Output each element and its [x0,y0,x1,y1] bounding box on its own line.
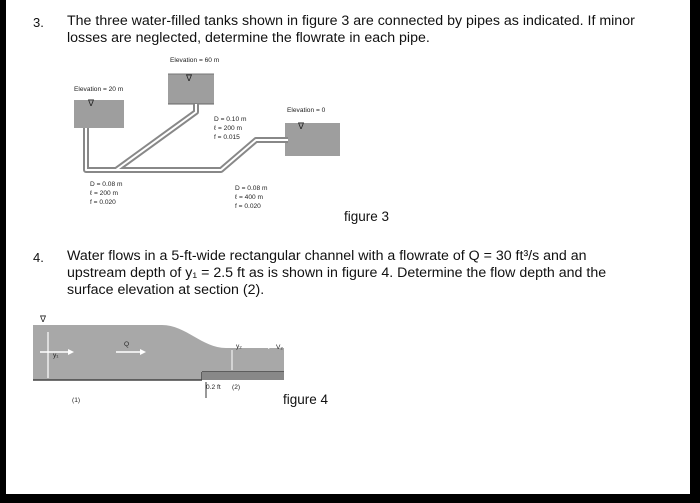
y2-label: y₂ [236,343,242,350]
tank-right: Elevation = 0 ∇ [285,107,340,156]
tank-top-elevation: Elevation = 60 m [170,57,220,64]
q-label: Q [124,341,129,348]
pipe-top-diameter: D = 0.10 m [214,116,247,123]
figure-3-diagram: Elevation = 60 m ∇ Elevation = 20 m ∇ El… [33,57,389,407]
problem-4-line-1: Water flows in a 5-ft-wide rectangular c… [67,248,587,264]
pipe-top-labels: D = 0.10 m ℓ = 200 m f = 0.015 [214,116,247,141]
pipe-top-friction: f = 0.015 [214,134,240,141]
problem-4-line-3: surface elevation at section (2). [67,282,265,298]
problem-3-line-2: losses are neglected, determine the flow… [67,30,430,46]
figure-4-channel: ∇ y₁ Q y₂ V₂ 0.2 ft (2) (1) [33,314,284,404]
section-2-label: (2) [232,384,240,391]
pipe-right-length: ℓ = 400 m [235,194,263,201]
water-surface-icon: ∇ [39,314,47,324]
figure-4-caption: figure 4 [283,392,329,407]
v2-label: V₂ [276,344,283,351]
problem-3-line-1: The three water-filled tanks shown in fi… [67,13,635,29]
water-surface-icon: ∇ [185,73,193,83]
pipe-right-diameter: D = 0.08 m [235,185,268,192]
pipe-right-friction: f = 0.020 [235,203,261,210]
pipe-top-length: ℓ = 200 m [214,125,242,132]
y1-label: y₁ [53,352,59,359]
pipe-left-diameter: D = 0.08 m [90,181,123,188]
problem-sheet: 3. The three water-filled tanks shown in… [6,0,690,494]
figure-3-caption: figure 3 [344,209,389,224]
section-1-label: (1) [72,397,80,404]
pipe-left-friction: f = 0.020 [90,199,116,206]
water-surface-icon: ∇ [87,98,95,108]
tank-left-elevation: Elevation = 20 m [74,86,124,93]
problem-4-text: Water flows in a 5-ft-wide rectangular c… [67,248,606,299]
problem-4-line-2: upstream depth of y₁ = 2.5 ft as is show… [67,265,607,281]
pipe-left-labels: D = 0.08 m ℓ = 200 m f = 0.020 [90,181,123,206]
problem-3-text: The three water-filled tanks shown in fi… [67,13,635,47]
problem-4-number: 4. [33,250,44,265]
pipe-left-length: ℓ = 200 m [90,190,118,197]
tank-right-elevation: Elevation = 0 [287,107,326,114]
tank-left: Elevation = 20 m ∇ [74,86,124,128]
pipe-right-labels: D = 0.08 m ℓ = 400 m f = 0.020 [235,185,268,210]
tank-top: Elevation = 60 m ∇ [168,57,220,105]
step-height-label: 0.2 ft [206,384,221,391]
water-surface-icon: ∇ [297,121,305,131]
problem-3-number: 3. [33,15,44,30]
